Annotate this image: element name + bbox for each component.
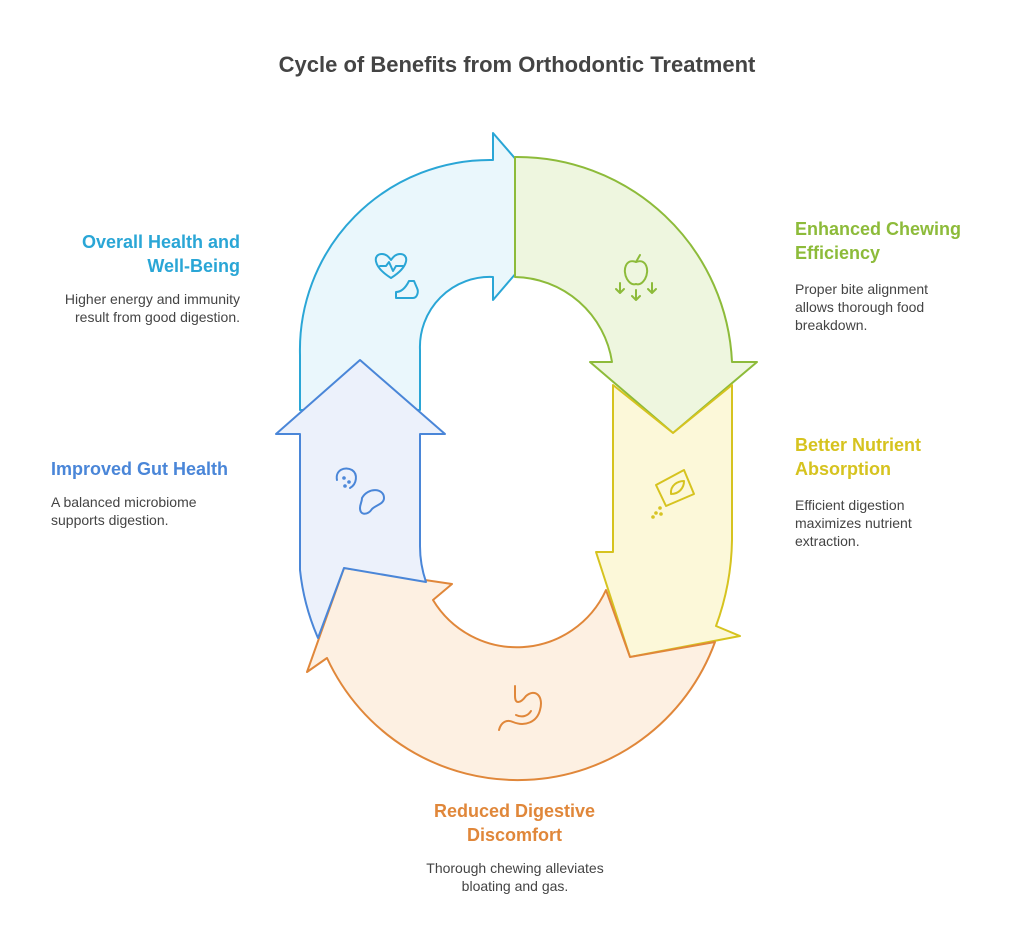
stomach-icon xyxy=(498,685,542,731)
stage-desc-health: Higher energy and immunity result from g… xyxy=(64,291,240,325)
arrow-health xyxy=(298,132,566,411)
stage-title-chewing: Enhanced Chewing Efficiency xyxy=(795,219,962,263)
stage-title-nutrient: Better Nutrient Absorption xyxy=(795,435,922,479)
microbiome-icon xyxy=(335,467,385,515)
stage-desc-nutrient: Efficient digestion maximizes nutrient e… xyxy=(795,497,912,549)
stage-title-gut: Improved Gut Health xyxy=(51,459,229,479)
stage-desc-gut: A balanced microbiome supports digestion… xyxy=(51,494,197,528)
nutrient-packet-icon xyxy=(651,469,695,519)
heart-arm-icon xyxy=(374,253,419,299)
arrow-gut xyxy=(275,359,446,639)
stage-desc-digestive: Thorough chewing alleviates bloating and… xyxy=(426,860,604,894)
page-title: Cycle of Benefits from Orthodontic Treat… xyxy=(278,52,756,77)
apple-arrows-icon xyxy=(615,254,657,301)
stage-desc-chewing: Proper bite alignment allows thorough fo… xyxy=(795,281,929,333)
stage-title-health: Overall Health and Well-Being xyxy=(81,232,240,276)
arrow-digestive xyxy=(306,567,716,782)
stage-title-digestive: Reduced Digestive Discomfort xyxy=(433,801,596,845)
